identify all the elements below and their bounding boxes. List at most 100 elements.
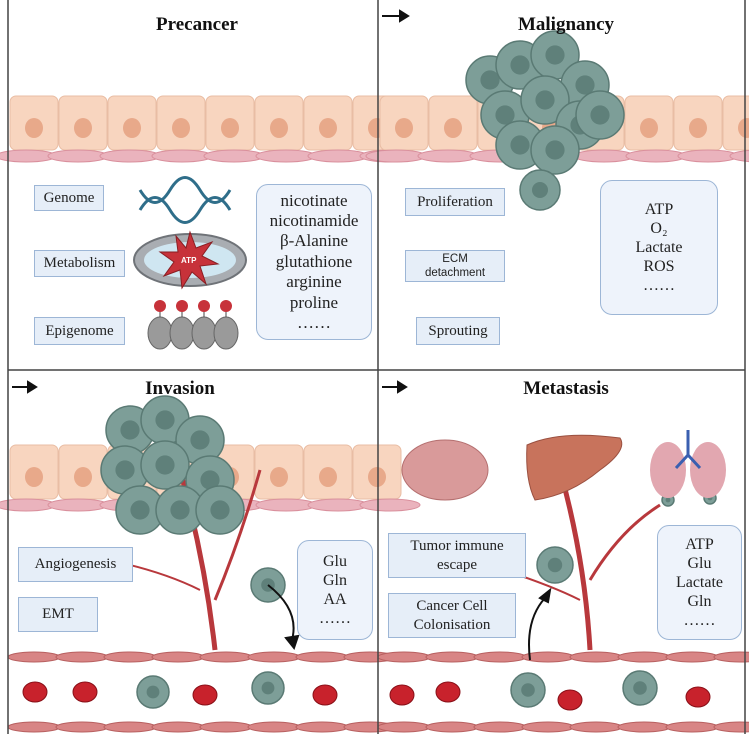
cancer-cell-nucleus [510,135,530,155]
red-blood-cell [435,681,461,703]
vessel-wall-cell [199,651,253,663]
fibroblast [625,149,687,163]
vessel-wall-cell [617,721,671,733]
cell-nucleus [25,118,43,138]
cancer-cell-nucleus [547,557,563,573]
vessel-wall-cell [247,721,301,733]
vessel-wall-cell [665,651,719,663]
metabolite-item: β-Alanine [279,231,349,251]
fibroblast [573,149,635,163]
fibroblast [359,498,421,512]
vessel-wall-cell [473,721,527,733]
cancer-cell-nucleus [575,75,595,95]
cancer-cell-nucleus [590,105,610,125]
liver-icon [526,434,623,501]
red-blood-cell [685,686,711,708]
label-ecm-detachment: ECM detachment [405,250,505,282]
vessel-wall-cell [295,651,349,663]
vessel-wall-cell [7,721,61,733]
panel-title-malignancy: Malignancy [517,14,615,35]
fibroblast [255,149,317,163]
vessel-wall-cell [151,651,205,663]
cell-nucleus [444,118,462,138]
cancer-cell-nucleus [535,90,555,110]
nucleosome [169,316,195,350]
tumor-cells [100,30,717,709]
panel-title-metastasis: Metastasis [523,378,609,399]
metabolite-item: AA [323,591,347,608]
brain-icon [401,439,489,501]
vessel-wall-cell [569,721,623,733]
cancer-cell-nucleus [480,70,500,90]
vessel-wall-cell [103,651,157,663]
fibroblast [99,149,161,163]
methyl-mark [220,300,232,312]
cancer-cell-nucleus [130,500,150,520]
vessel-wall-cell [55,651,109,663]
vessel-wall-cell [425,721,479,733]
cancer-cell-nucleus [532,182,548,198]
vessel-wall-cell [377,721,431,733]
cancer-cell-nucleus [545,140,565,160]
vessel-wall-cell [377,651,431,663]
nucleosome [191,316,217,350]
metabolite-item: Glu [323,552,347,570]
vessel-wall-cell [569,651,623,663]
metabolite-item: Lactate [635,238,683,256]
fibroblast [255,498,317,512]
vessel-wall-cell [617,651,671,663]
metabolite-item: …… [319,610,351,628]
red-blood-cell [389,684,415,706]
metabolite-item: Gln [323,571,347,589]
fibroblast [365,149,427,163]
vessel-wall-cell [55,721,109,733]
cancer-cell-nucleus [545,45,565,65]
cell-nucleus [25,467,43,487]
mitochondria-icon [133,230,247,290]
label-angiogenesis: Angiogenesis [18,547,133,582]
cell-nucleus [689,118,707,138]
lungs-icon [650,430,726,498]
red-blood-cell [22,681,48,703]
red-blood-cell [312,684,338,706]
metabolite-item: …… [297,312,331,332]
cell-nucleus [319,467,337,487]
nucleosome-icon [147,300,239,350]
cell-nucleus [738,118,749,138]
vessel-wall-cell [713,651,749,663]
metabolite-item: arginine [286,272,342,292]
cancer-cell-nucleus [521,683,535,697]
label-tumor-immune-escape: Tumor immune escape [388,533,526,578]
blood-vessel [213,469,262,601]
cancer-cell-nucleus [155,455,175,475]
metabolite-item: proline [289,292,339,312]
methyl-mark [198,300,210,312]
fibroblast [307,149,369,163]
metabolite-item: ATP [644,200,674,218]
cancer-cell-nucleus [115,460,135,480]
fibroblast [47,149,109,163]
metabolite-item: ROS [643,258,675,276]
vessel-wall-cell [151,721,205,733]
metabolite-item: O₂ [650,219,668,237]
methyl-mark [176,300,188,312]
cancer-cell-nucleus [146,685,160,699]
vessel-wall-cell [103,721,157,733]
fibroblast [729,149,749,163]
cell-nucleus [74,118,92,138]
blood-vessel [588,503,661,581]
cell-nucleus [74,467,92,487]
label-genome: Genome [34,185,104,211]
metabolite-item: ATP [685,535,714,553]
panel-title-invasion: Invasion [145,378,215,399]
cancer-cell-nucleus [210,500,230,520]
cancer-cell-nucleus [510,55,530,75]
cell-nucleus [123,118,141,138]
vessel-wall-cell [247,651,301,663]
label-epigenome: Epigenome [34,317,125,345]
cell-nucleus [395,118,413,138]
cell-nucleus [368,467,386,487]
dna-icon [138,176,232,224]
